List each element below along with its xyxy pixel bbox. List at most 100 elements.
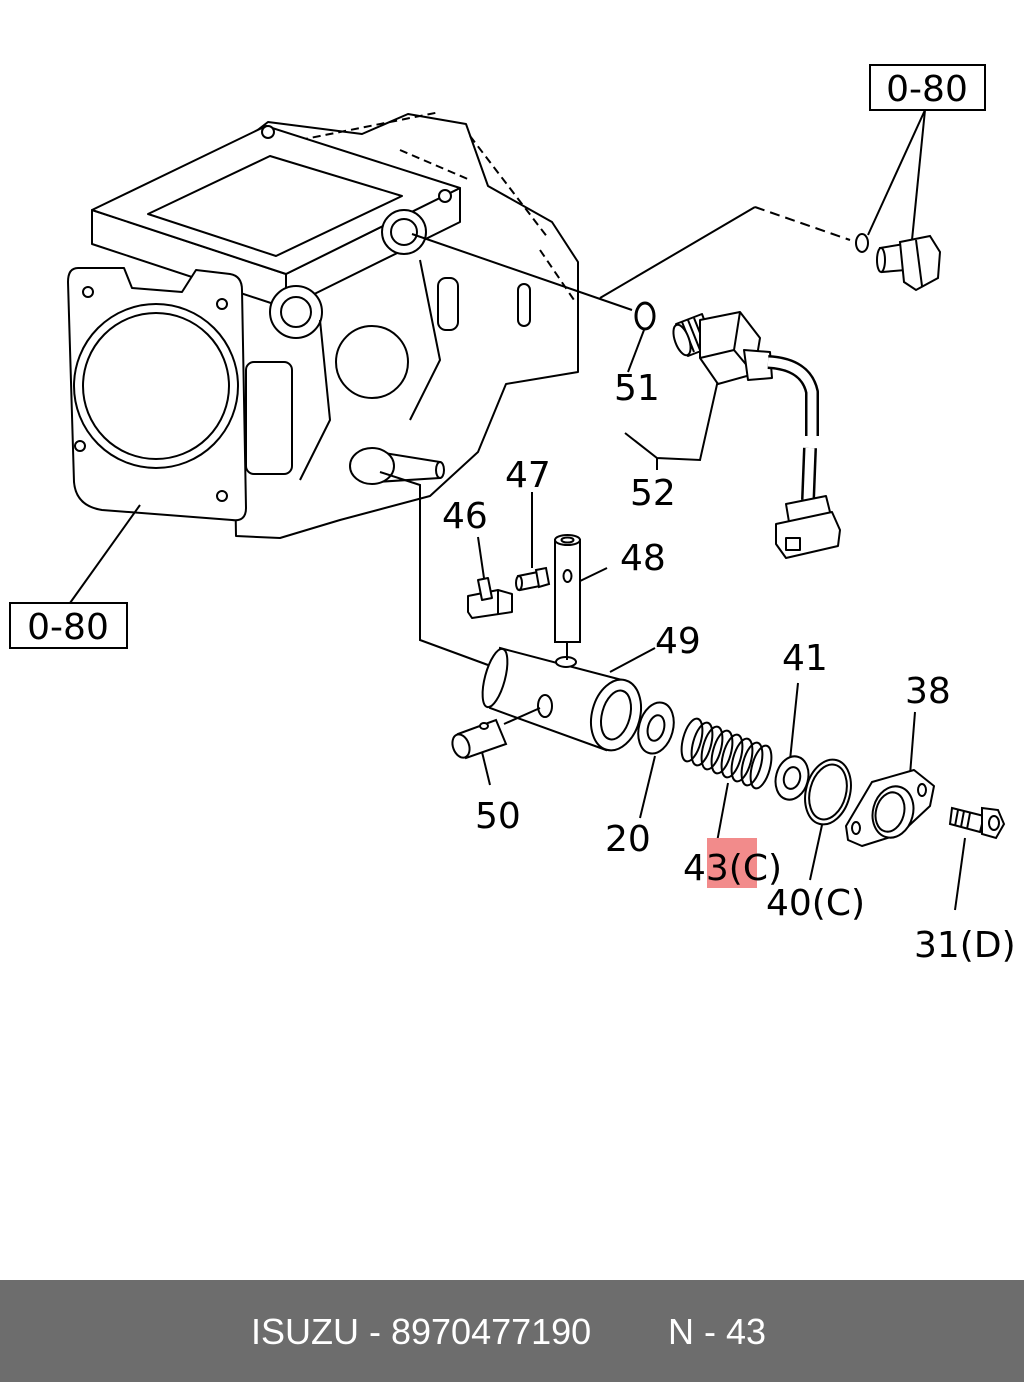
housing-hidden-edges	[299, 111, 575, 301]
sensor-connector-tab	[785, 537, 801, 551]
sensor-port-inner	[390, 218, 418, 246]
callout-41: 41	[782, 638, 828, 679]
pin-cross-hole	[562, 569, 573, 583]
part-47-screw	[515, 566, 551, 592]
sensor-o-ring	[634, 301, 656, 331]
washer-inner	[782, 766, 802, 790]
footer-part-number: ISUZU - 8970477190	[251, 1311, 592, 1352]
flange-bolt-hole	[82, 286, 94, 298]
ref-box-frame	[869, 64, 986, 111]
leader-52	[624, 379, 719, 470]
o-ring-outer	[804, 758, 852, 826]
leader-ref-left	[69, 504, 141, 604]
callout-43: 43(C)	[683, 848, 782, 889]
sleeve-hole	[479, 722, 489, 730]
cover-bolt-hole	[917, 783, 927, 797]
leader-sensor-ref-dashed	[754, 206, 851, 241]
leader-50	[481, 751, 491, 786]
slot	[437, 277, 459, 331]
callout-47: 47	[505, 455, 551, 496]
leader-31	[954, 837, 966, 911]
callout-49: 49	[655, 621, 701, 662]
leader-41	[789, 682, 799, 761]
part-46-clip	[467, 577, 513, 619]
callout-50: 50	[475, 796, 521, 837]
o-ring-inner	[808, 763, 848, 821]
washer-inner	[646, 714, 666, 742]
flange-bolt-hole	[216, 490, 228, 502]
leader-sensor-ref	[599, 206, 756, 299]
bolt-socket	[988, 815, 1000, 831]
callout-20: 20	[605, 819, 651, 860]
sensor-connector	[775, 511, 841, 559]
lower-fitting	[349, 447, 395, 485]
spring-coil	[680, 717, 704, 763]
cylinder-bore	[600, 689, 632, 741]
cover-bolt-hole	[851, 821, 861, 835]
leader-lines	[69, 109, 966, 911]
leader-body-to-49	[379, 471, 489, 666]
callout-40: 40(C)	[766, 883, 865, 924]
bolt-shank	[948, 806, 986, 834]
leader-48	[577, 567, 608, 583]
sleeve-to-cylinder	[503, 707, 541, 725]
housing-top-opening	[147, 155, 403, 257]
spring-coil	[749, 744, 773, 790]
screw-head	[534, 566, 551, 589]
clip-tab	[477, 577, 493, 601]
ref-box-frame	[9, 602, 128, 649]
callout-48: 48	[620, 538, 666, 579]
cylinder-left-end	[481, 647, 509, 709]
web-rib	[299, 259, 441, 481]
boss-inner	[280, 296, 312, 328]
callout-51: 51	[614, 368, 660, 409]
actuator-block	[245, 361, 293, 475]
round-feature	[335, 325, 409, 399]
leader-51	[627, 329, 645, 373]
part-20-washer	[637, 701, 675, 755]
bolt-head-edge	[915, 239, 923, 287]
flange-bolt-hole	[216, 298, 228, 310]
leader-port-to-oring	[411, 233, 633, 311]
footer-page-reference: N - 43	[668, 1311, 767, 1352]
exploded-parts-diagram: 0-80	[9, 64, 1016, 966]
leader-40	[809, 824, 823, 881]
slot	[517, 283, 531, 327]
callout-highlight	[707, 838, 757, 888]
sleeve-end	[451, 733, 471, 759]
sensor-cable-lower-inner	[803, 447, 815, 501]
callout-31: 31(D)	[914, 925, 1016, 966]
ref-box-top: 0-80	[869, 64, 986, 111]
callouts: 51 52 47 46 48 49 41 38 50 20 43(C) 40(C…	[442, 368, 1016, 966]
leader-49	[609, 647, 656, 673]
spring-coil	[740, 741, 764, 787]
bolt-threads	[954, 809, 971, 830]
part-43-spring	[680, 717, 773, 790]
callout-52: 52	[630, 473, 676, 514]
footer-bar: ISUZU - 8970477190 N - 43	[0, 1280, 1024, 1382]
screw-tip	[515, 575, 523, 591]
leader-43	[716, 782, 729, 843]
spring-coil	[700, 725, 724, 771]
flange-bolt-hole	[74, 440, 86, 452]
sensor-assembly	[634, 301, 841, 559]
part-50-sleeve	[451, 707, 541, 760]
bolt-0-80	[855, 233, 942, 292]
callout-46: 46	[442, 496, 488, 537]
part-49-cylinder	[481, 642, 642, 752]
part-41-washer	[774, 755, 810, 801]
bore-inner	[82, 312, 230, 460]
leader-ref-top-bolt	[911, 109, 926, 241]
top-bolt-hole	[261, 125, 275, 139]
leader-38	[909, 711, 916, 776]
pin-top-hole	[560, 536, 575, 544]
spring-coil	[710, 729, 734, 775]
part-48-pin	[554, 534, 581, 643]
part-31-bolt	[948, 806, 1006, 840]
pin-body	[554, 539, 581, 643]
sensor-cable-inner	[767, 357, 817, 436]
leader-ref-top-washer	[867, 109, 926, 236]
leader-20	[639, 755, 656, 819]
throttle-body	[67, 111, 579, 539]
ref-box-label: 0-80	[27, 607, 109, 648]
